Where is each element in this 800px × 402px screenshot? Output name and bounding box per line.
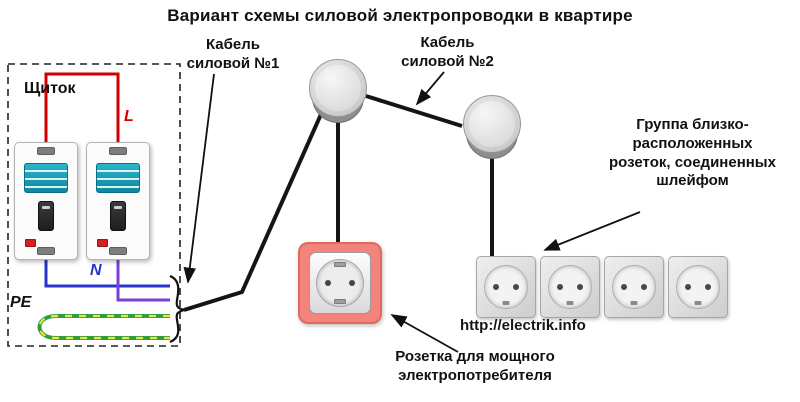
- group-socket-2: [540, 256, 600, 318]
- panel-dashed-outline: [7, 63, 181, 347]
- socket-hole-right: [513, 284, 519, 290]
- breaker-indicator: [97, 239, 108, 247]
- earth-letter: PE: [10, 294, 32, 311]
- breaker-terminal-top: [109, 147, 127, 155]
- phase-wire: [44, 72, 120, 142]
- junction-box-2: [463, 95, 521, 163]
- power-socket-label: Розетка для мощного электропотребителя: [365, 348, 585, 386]
- power-socket-frame: [309, 252, 371, 314]
- breaker-label-band: [96, 163, 140, 193]
- socket-notch: [694, 301, 702, 305]
- socket-hole-left: [685, 284, 691, 290]
- socket-hole-left: [325, 280, 331, 286]
- group-socket-4: [668, 256, 728, 318]
- cable1-label: Кабель силовой №1: [168, 36, 298, 74]
- junction-box-1: [309, 59, 367, 127]
- socket-group-label-line3: розеток, соединенных: [609, 153, 776, 171]
- socket-face: [484, 265, 528, 309]
- neutral-wire: [44, 260, 170, 288]
- panel-label: Щиток: [24, 80, 76, 97]
- socket-notch: [566, 301, 574, 305]
- cable2-label-line1: Кабель: [420, 34, 475, 51]
- neutral-letter: N: [90, 262, 102, 279]
- power-cable-2: [365, 94, 463, 128]
- earth-clip-bottom: [334, 299, 346, 304]
- junction-box-lid: [309, 59, 367, 117]
- power-cable-1: [183, 111, 324, 312]
- socket-face: [676, 265, 720, 309]
- group-socket-3: [604, 256, 664, 318]
- socket-face: [612, 265, 656, 309]
- cable2-label-line2: силовой №2: [401, 52, 494, 70]
- socket-group-label: Группа близко- расположенных розеток, со…: [590, 116, 795, 191]
- socket-notch: [630, 301, 638, 305]
- socket-group-label-line1: Группа близко-: [636, 116, 749, 133]
- socket-hole-right: [577, 284, 583, 290]
- circuit-breaker-1: [14, 142, 78, 260]
- circuit-breaker-2: [86, 142, 150, 260]
- group-socket-1: [476, 256, 536, 318]
- power-socket-highlight: [298, 242, 382, 324]
- power-socket-label-line2: электропотребителя: [398, 366, 552, 384]
- breaker-indicator: [25, 239, 36, 247]
- watermark-url: http://electrik.info: [460, 317, 586, 334]
- socket-hole-right: [641, 284, 647, 290]
- earth-wire-green: [37, 314, 170, 340]
- cable1-pointer-arrow: [183, 73, 215, 284]
- power-socket-face: [316, 259, 364, 307]
- cable1-label-line1: Кабель: [205, 36, 261, 53]
- cable2-pointer-arrow: [415, 71, 445, 106]
- cable2-label: Кабель силовой №2: [385, 34, 510, 72]
- phase-letter: L: [124, 108, 134, 125]
- breaker-label-band: [24, 163, 68, 193]
- socket-hole-right: [349, 280, 355, 286]
- diagram-title: Вариант схемы силовой электропроводки в …: [167, 6, 633, 25]
- breaker-toggle: [110, 201, 126, 231]
- socket-group-label-line4: шлейфом: [656, 172, 729, 190]
- socket-hole-left: [621, 284, 627, 290]
- second-circuit-wire: [116, 260, 170, 302]
- earth-wire-yellow-stripe: [38, 314, 170, 340]
- breaker-terminal-bottom: [109, 247, 127, 255]
- junction-box-lid: [463, 95, 521, 153]
- socket-notch: [502, 301, 510, 305]
- breaker-terminal-top: [37, 147, 55, 155]
- socket-group-pointer-arrow: [543, 211, 641, 251]
- cable1-label-line2: силовой №1: [186, 54, 280, 72]
- socket-hole-left: [557, 284, 563, 290]
- socket-hole-left: [493, 284, 499, 290]
- cable-bundle-brace: [169, 274, 189, 344]
- breaker-toggle: [38, 201, 54, 231]
- breaker-terminal-bottom: [37, 247, 55, 255]
- earth-clip-top: [334, 262, 346, 267]
- socket-face: [548, 265, 592, 309]
- socket-group-label-line2: расположенных: [632, 134, 753, 152]
- socket-hole-right: [705, 284, 711, 290]
- power-socket-label-line1: Розетка для мощного: [395, 348, 555, 365]
- power-socket-pointer-arrow: [390, 314, 459, 353]
